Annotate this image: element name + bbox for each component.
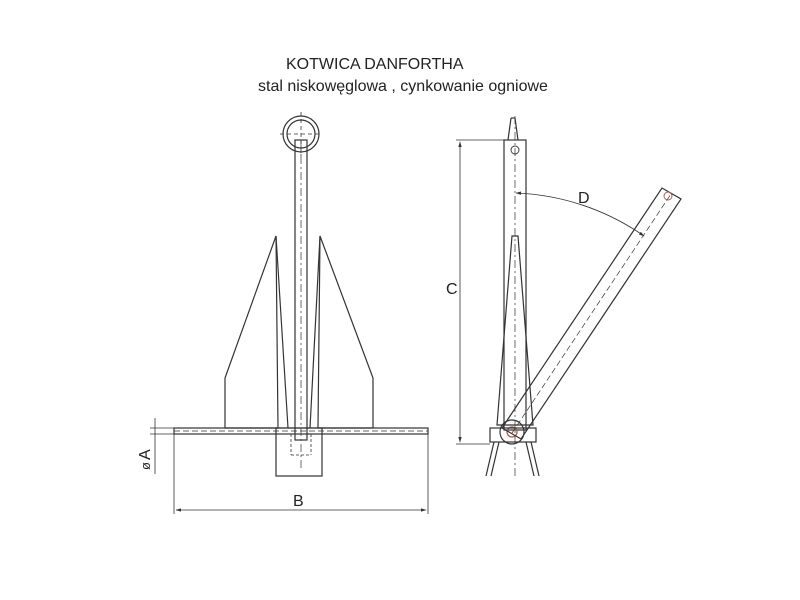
shackle-tip-left [507, 117, 512, 141]
rotated-shank-centerline [511, 193, 672, 434]
crown-plate [275, 427, 323, 477]
side-view [456, 116, 682, 478]
shackle-tip-right [514, 117, 519, 141]
dim-a-label: A [137, 449, 154, 460]
right-fluke-edge [309, 235, 321, 429]
dim-d-label: D [578, 190, 590, 207]
side-shackle-hole [510, 145, 520, 155]
left-fluke [224, 235, 279, 429]
pivot-inner [506, 426, 518, 438]
crown-block [489, 427, 537, 443]
rotated-shank-hole [663, 191, 673, 201]
side-leg-right-inner [525, 441, 535, 477]
dim-d-arc [515, 191, 645, 237]
rotated-shank [501, 187, 682, 440]
drawing-subtitle: stal niskowęglowa , cynkowanie ogniowe [258, 78, 548, 95]
dim-c-label: C [446, 281, 458, 298]
right-fluke [317, 235, 374, 429]
side-leg-right [530, 441, 540, 477]
dim-a-label-group: ø A [137, 449, 154, 470]
front-view [150, 112, 429, 514]
dim-b-label: B [293, 493, 304, 510]
side-leg-left [485, 441, 495, 477]
side-leg-left-inner [490, 441, 500, 477]
left-fluke-edge [275, 235, 289, 429]
drawing-title: KOTWICA DANFORTHA [286, 56, 464, 73]
dim-a-prefix: ø [138, 462, 153, 470]
pivot-outer [499, 419, 525, 445]
